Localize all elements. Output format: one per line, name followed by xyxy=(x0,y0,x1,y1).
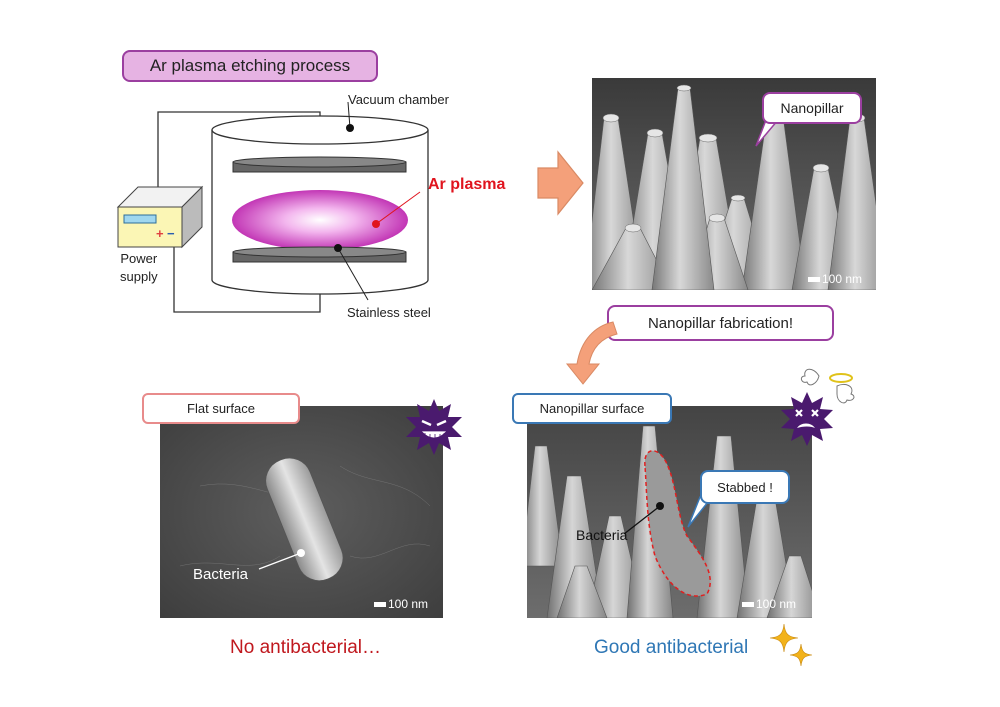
top-electrode xyxy=(232,156,407,173)
dead-virus-icon xyxy=(781,368,855,446)
plasma-apparatus-diagram xyxy=(116,101,429,313)
scale-bar-top: 100 nm xyxy=(808,272,862,286)
wing-icon xyxy=(800,368,820,386)
scale-bar-top-label: 100 nm xyxy=(822,272,863,286)
stabbed-callout: Stabbed ! xyxy=(700,470,790,504)
no-antibacterial-text: No antibacterial… xyxy=(230,637,382,658)
minus-sign: − xyxy=(167,226,175,241)
flat-bacteria-pointer xyxy=(258,549,305,570)
wing-icon xyxy=(836,383,855,404)
nano-bacteria-pointer xyxy=(623,502,664,535)
nano-bacteria-label: Bacteria xyxy=(576,527,628,543)
fabrication-callout: Nanopillar fabrication! xyxy=(607,305,834,341)
power-supply-label: Power supply xyxy=(120,250,158,286)
halo-icon xyxy=(829,373,853,383)
flat-bacteria-label: Bacteria xyxy=(193,566,249,583)
curved-arrow-down xyxy=(565,321,618,385)
power-supply-line1: Power xyxy=(120,251,158,266)
scale-bar-nano: 100 nm xyxy=(742,597,796,611)
ar-plasma-cloud xyxy=(232,190,408,250)
bottom-electrode xyxy=(232,246,407,263)
ar-plasma-label: Ar plasma xyxy=(428,176,506,193)
scale-bar-nano-label: 100 nm xyxy=(756,597,797,611)
vacuum-chamber-label: Vacuum chamber xyxy=(348,92,449,107)
sparkle-icon xyxy=(769,623,813,667)
power-supply-box xyxy=(116,185,204,249)
flat-surface-sem-image xyxy=(160,406,443,618)
stainless-steel-label: Stainless steel xyxy=(347,305,431,320)
plus-sign: + xyxy=(156,226,164,241)
power-supply-line2: supply xyxy=(120,269,158,284)
good-antibacterial-text: Good antibacterial xyxy=(594,637,749,658)
nanopillar-surface-label: Nanopillar surface xyxy=(512,393,672,424)
scale-bar-line xyxy=(374,601,386,607)
grinning-virus-icon xyxy=(406,399,462,455)
flat-surface-label: Flat surface xyxy=(142,393,300,424)
scale-bar-flat: 100 nm xyxy=(374,597,428,611)
nanopillar-callout: Nanopillar xyxy=(762,92,862,124)
nanopillar-sem-image xyxy=(592,78,876,290)
process-title: Ar plasma etching process xyxy=(122,50,378,82)
scale-bar-line xyxy=(742,601,754,607)
scale-bar-line xyxy=(808,276,820,282)
process-arrow-right xyxy=(537,150,584,216)
flat-bacterium xyxy=(265,457,344,582)
nanopillar-surface-sem-image xyxy=(527,406,812,618)
scale-bar-flat-label: 100 nm xyxy=(388,597,429,611)
stabbed-bacterium xyxy=(644,450,711,597)
